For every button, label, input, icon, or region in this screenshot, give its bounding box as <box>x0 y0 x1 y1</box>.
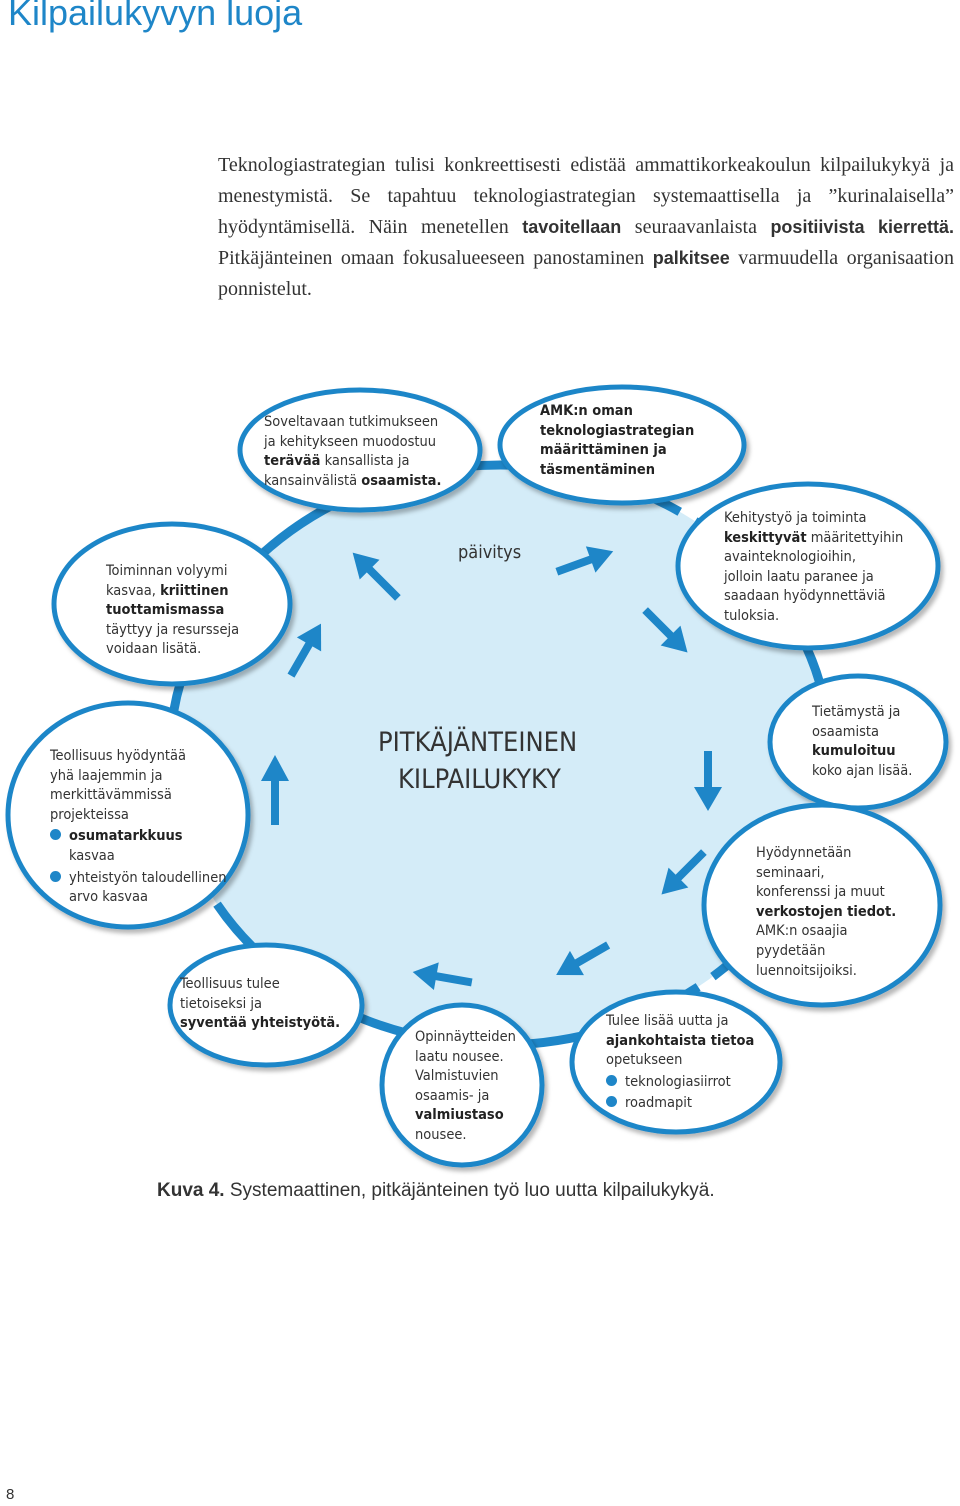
node-kehitystyo: Kehitystyö ja toiminta keskittyvät määri… <box>724 510 904 624</box>
node-opinnaytteiden: Opinnäytteiden laatu nousee. Valmistuvie… <box>415 1029 516 1143</box>
arrow-down-icon <box>694 751 722 811</box>
bubble-opinnaytteiden <box>379 1002 545 1168</box>
bubble-kehitystyo <box>675 481 941 651</box>
bubble-teollisuus <box>5 700 251 930</box>
arrow-down-right-icon <box>642 607 688 653</box>
arrow-down-left-icon <box>556 941 611 976</box>
node-toiminnan: Toiminnan volyymi kasvaa, kriittinen tuo… <box>106 563 240 658</box>
node-hyodynnetaan: Hyödynnetään seminaari, konferenssi ja m… <box>756 845 897 979</box>
node-teollisuus-tulee: Teollisuus tulee tietoiseksi ja syventää… <box>180 976 341 1032</box>
bullet-dot-icon <box>606 1074 617 1086</box>
cycle-label: päivitys <box>458 542 522 563</box>
page-number: 8 <box>6 1486 15 1503</box>
node-soveltavaan: Soveltavaan tutkimukseen ja kehitykseen … <box>264 414 442 489</box>
arrow-up-right-icon <box>352 552 401 601</box>
center-label: PITKÄJÄNTEINEN KILPAILUKYKY <box>378 727 578 795</box>
cycle-arrows <box>261 546 722 990</box>
arrow-up-right-icon <box>287 623 322 678</box>
node-tietamys: Tietämystä ja osaamista kumuloituu koko … <box>812 704 913 779</box>
bubble-amk <box>497 384 747 506</box>
bubble-hyodynnetaan <box>701 802 943 1008</box>
page-title: Kilpailukyvyn luoja <box>8 0 303 33</box>
bullet-dot-icon <box>50 829 61 841</box>
bullet-dot-icon <box>606 1096 617 1108</box>
intro-paragraph: Teknologiastrategian tulisi konkreettise… <box>218 154 954 300</box>
node-teollisuus: Teollisuus hyödyntää yhä laajemmin ja me… <box>50 748 227 906</box>
arrow-up-icon <box>261 755 289 825</box>
bubble-soveltavaan <box>237 387 483 513</box>
node-amk: AMK:n oman teknologiastrategian määrittä… <box>540 403 695 478</box>
arrow-down-left-icon <box>661 849 707 895</box>
bubble-tulee <box>569 989 783 1135</box>
node-tulee: Tulee lisää uutta ja ajankohtaista tieto… <box>606 1013 755 1112</box>
bubble-toiminnan <box>51 521 293 687</box>
bullet-dot-icon <box>50 870 61 882</box>
arrow-left-icon <box>412 962 473 990</box>
bubble-teollisuus-tulee <box>167 942 365 1068</box>
bubbles <box>5 384 949 1168</box>
figure-caption: Kuva 4. Systemaattinen, pitkäjänteinen t… <box>157 1180 715 1201</box>
arrow-right-icon <box>555 546 614 576</box>
